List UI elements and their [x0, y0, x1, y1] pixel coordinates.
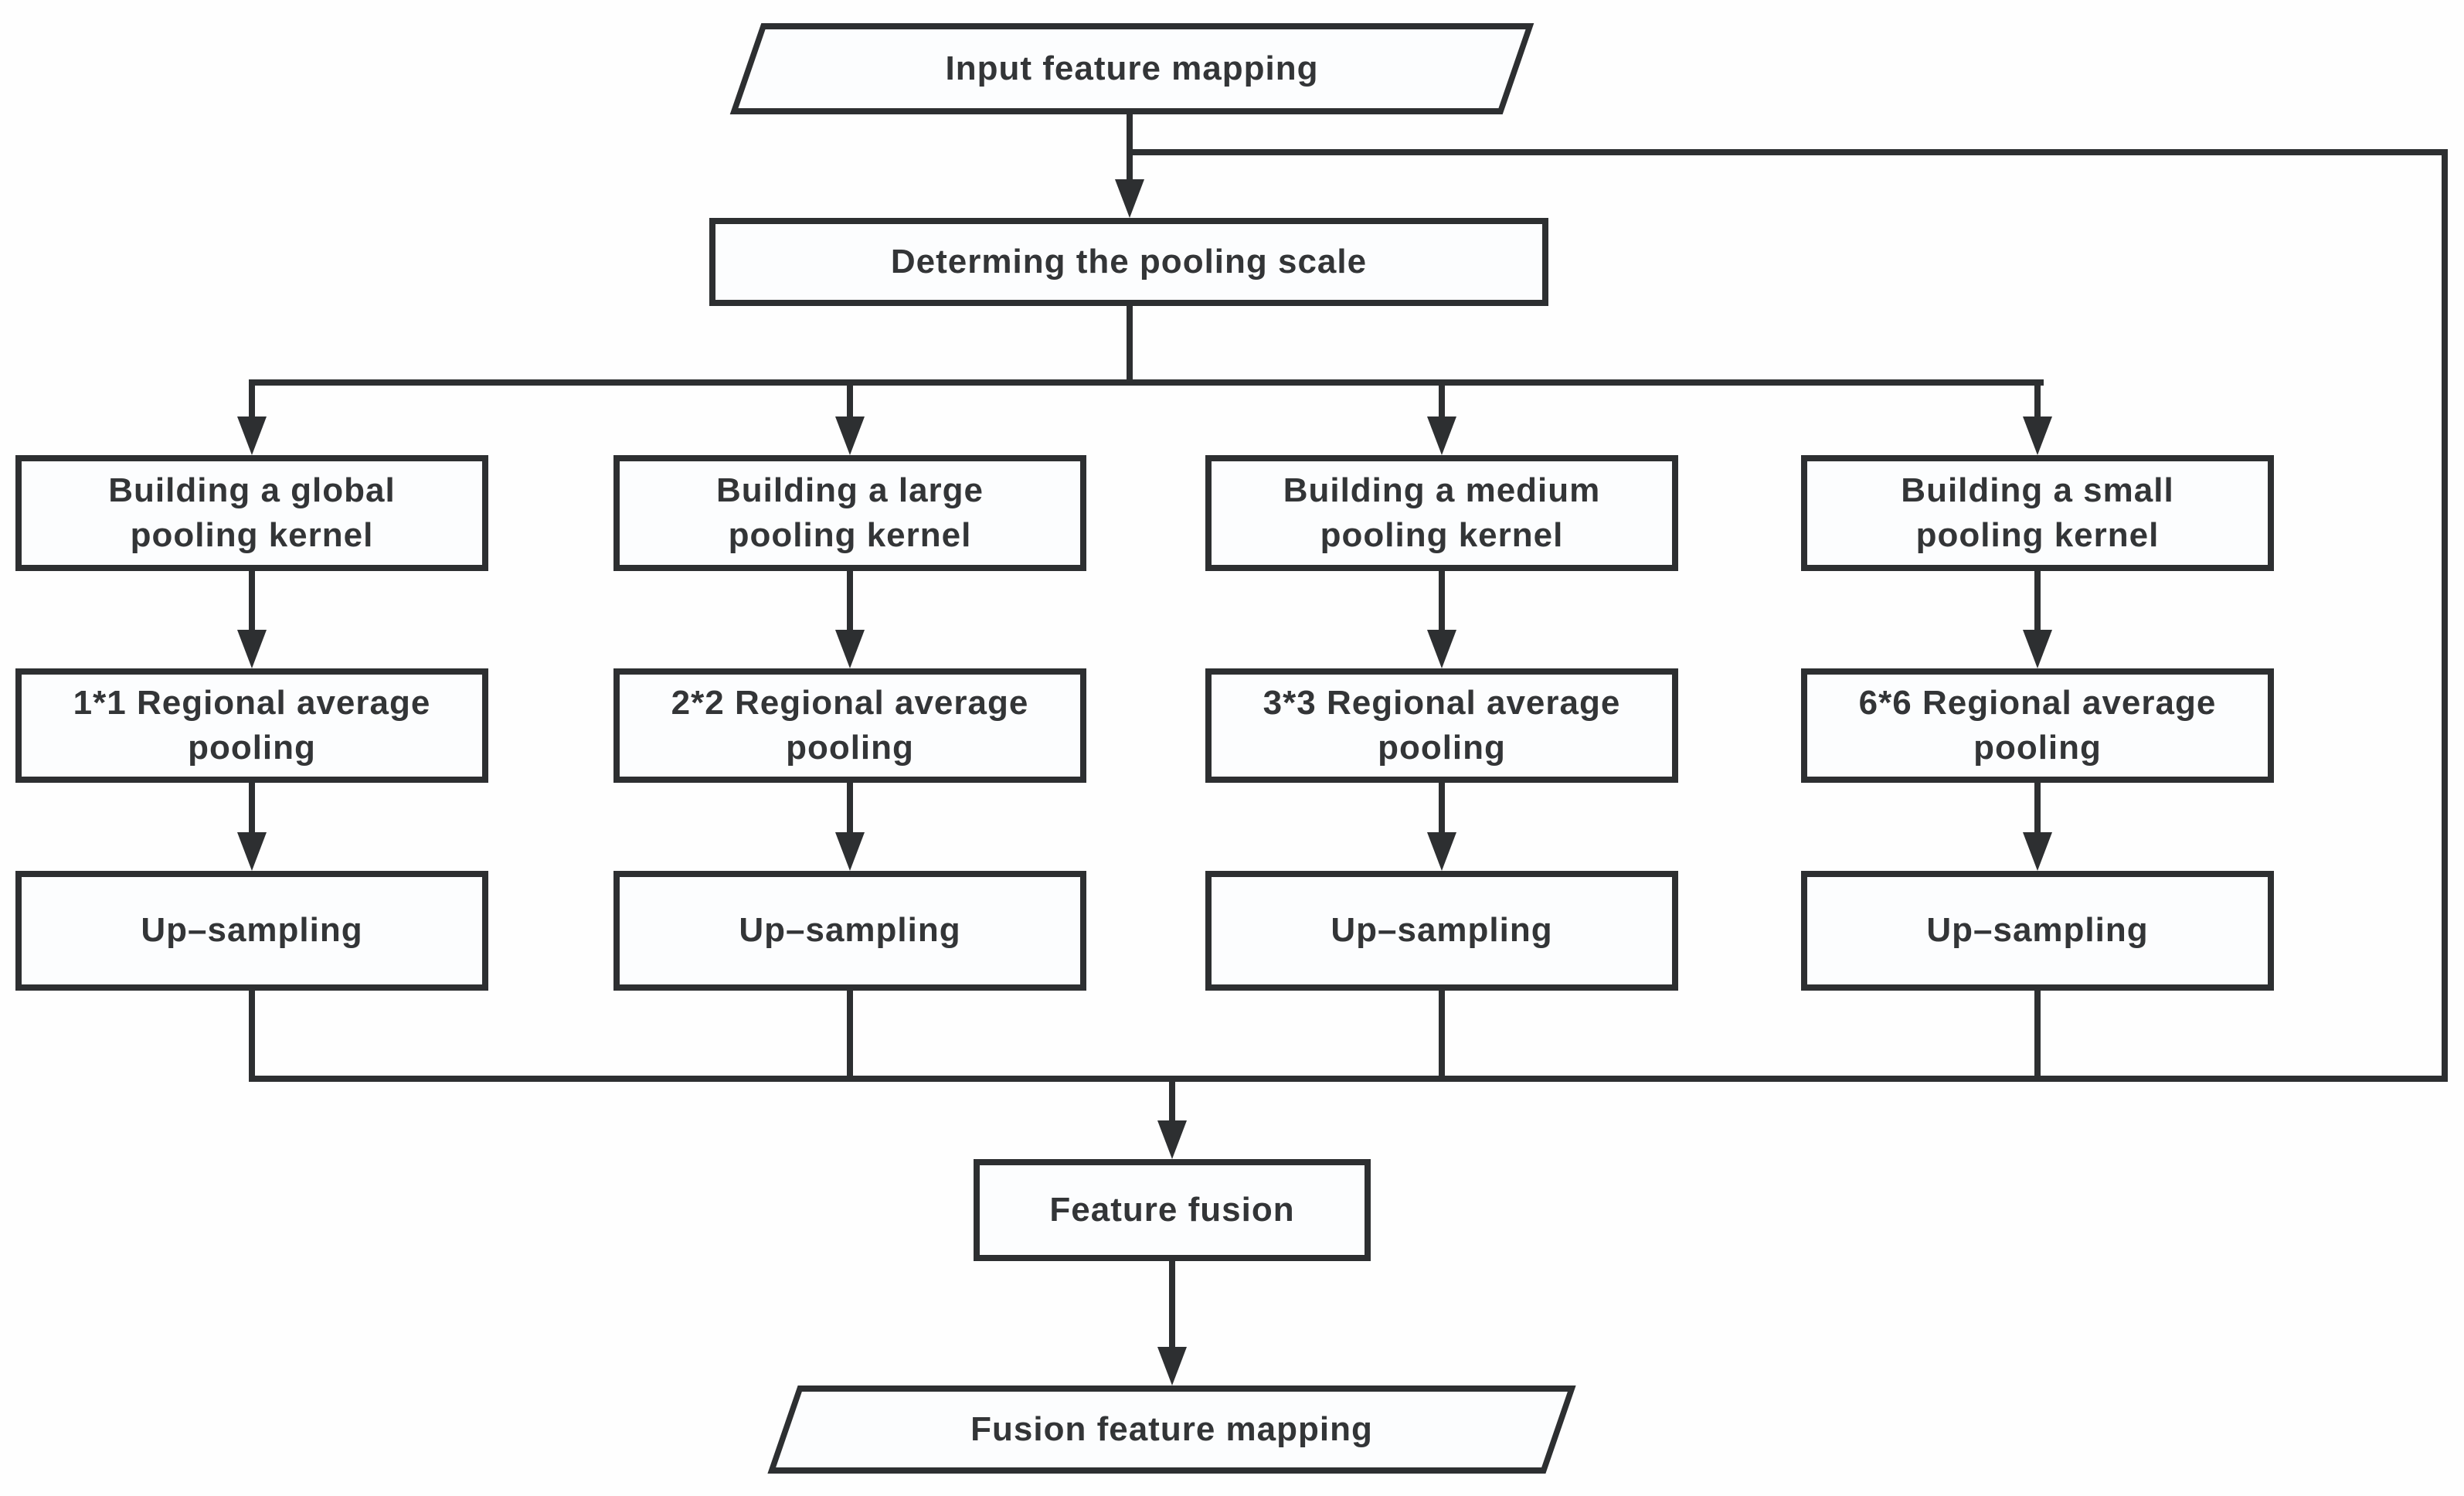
- node-kernel-medium: Building a medium pooling kernel: [1205, 455, 1678, 571]
- connector-dist-to-kernel-1: [249, 379, 255, 418]
- node-kernel-global: Building a global pooling kernel: [15, 455, 488, 571]
- node-upsampling-4: Up–sampling: [1801, 871, 2274, 991]
- node-label: Input feature mapping: [945, 49, 1319, 87]
- connector-collector-to-fusion: [1169, 1082, 1175, 1122]
- node-label: Fusion feature mapping: [970, 1409, 1373, 1448]
- arrowhead-icon: [2023, 832, 2052, 871]
- connector-upsampling-to-collector-4: [2034, 991, 2041, 1079]
- arrowhead-icon: [2023, 416, 2052, 455]
- arrowhead-icon: [835, 832, 865, 871]
- connector-fusion-to-output: [1169, 1261, 1175, 1348]
- arrowhead-icon: [1115, 179, 1144, 218]
- node-pooling-6x6: 6*6 Regional average pooling: [1801, 668, 2274, 783]
- arrowhead-icon: [237, 416, 267, 455]
- connector-kernel-to-pooling-3: [1439, 571, 1445, 631]
- node-kernel-small: Building a small pooling kernel: [1801, 455, 2274, 571]
- connector-kernel-to-pooling-1: [249, 571, 255, 631]
- connector-pooling-to-upsampling-2: [847, 783, 853, 834]
- connector-dist-to-kernel-2: [847, 379, 853, 418]
- connector-kernel-to-pooling-2: [847, 571, 853, 631]
- connector-upsampling-to-collector-3: [1439, 991, 1445, 1079]
- node-fusion-feature-mapping: Fusion feature mapping: [767, 1386, 1576, 1474]
- arrowhead-icon: [1157, 1120, 1187, 1159]
- connector-dist-to-kernel-3: [1439, 379, 1445, 418]
- node-pooling-2x2: 2*2 Regional average pooling: [613, 668, 1086, 783]
- arrowhead-icon: [237, 630, 267, 668]
- connector-determine-down: [1127, 306, 1133, 379]
- connector-collector-horizontal: [249, 1076, 2448, 1082]
- arrowhead-icon: [1157, 1347, 1187, 1386]
- arrowhead-icon: [237, 832, 267, 871]
- node-upsampling-3: Up–sampling: [1205, 871, 1678, 991]
- connector-dist-to-kernel-4: [2034, 379, 2041, 418]
- connector-distribution-horizontal: [249, 379, 2044, 386]
- arrowhead-icon: [2023, 630, 2052, 668]
- connector-pooling-to-upsampling-3: [1439, 783, 1445, 834]
- node-upsampling-2: Up–sampling: [613, 871, 1086, 991]
- node-pooling-3x3: 3*3 Regional average pooling: [1205, 668, 1678, 783]
- arrowhead-icon: [835, 416, 865, 455]
- connector-pooling-to-upsampling-4: [2034, 783, 2041, 834]
- arrowhead-icon: [1427, 832, 1456, 871]
- connector-upsampling-to-collector-2: [847, 991, 853, 1079]
- node-input-feature-mapping: Input feature mapping: [729, 23, 1534, 114]
- connector-bypass-horizontal: [1127, 149, 2448, 155]
- node-kernel-large: Building a large pooling kernel: [613, 455, 1086, 571]
- node-pooling-1x1: 1*1 Regional average pooling: [15, 668, 488, 783]
- connector-bypass-vertical: [2442, 149, 2448, 1082]
- arrowhead-icon: [1427, 630, 1456, 668]
- arrowhead-icon: [835, 630, 865, 668]
- node-upsampling-1: Up–sampling: [15, 871, 488, 991]
- connector-pooling-to-upsampling-1: [249, 783, 255, 834]
- connector-upsampling-to-collector-1: [249, 991, 255, 1079]
- connector-kernel-to-pooling-4: [2034, 571, 2041, 631]
- connector-input-to-determine: [1127, 114, 1133, 181]
- node-feature-fusion: Feature fusion: [974, 1159, 1371, 1261]
- arrowhead-icon: [1427, 416, 1456, 455]
- node-determine-pooling-scale: Determing the pooling scale: [709, 218, 1548, 306]
